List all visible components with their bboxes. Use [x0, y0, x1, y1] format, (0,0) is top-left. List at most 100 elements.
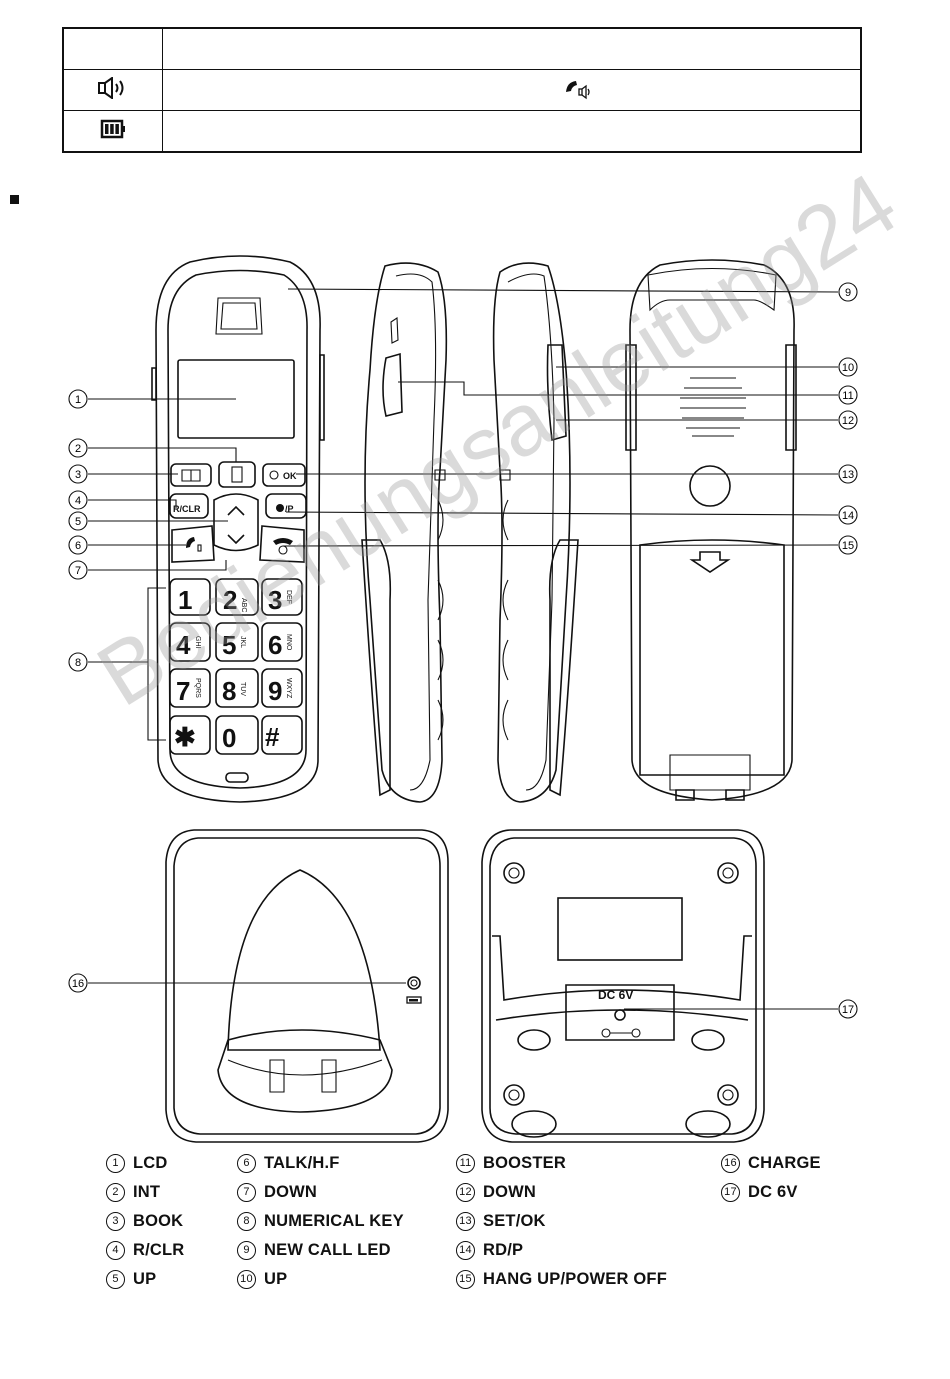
callout-17: 17 [838, 999, 858, 1019]
key-5 [215, 622, 259, 662]
ok-label: OK [283, 471, 297, 481]
callout-markers: 1 2 3 4 5 6 7 8 9 10 11 12 13 14 15 16 1… [68, 282, 858, 1019]
callout-10: 10 [838, 357, 858, 377]
svg-text:9: 9 [845, 287, 851, 299]
keypad: 1 2 ABC 3 DEF 4 GHI 5 JKL 6 MNO 7 PQRS 8… [169, 578, 303, 755]
svg-text:12: 12 [842, 415, 854, 427]
handset-side-right [492, 262, 579, 803]
key-8 [215, 668, 259, 708]
key-hash-digit: # [265, 722, 280, 752]
table-cell [162, 110, 862, 153]
key-4-letters: GHI [194, 636, 201, 649]
key-2-digit: 2 [223, 585, 237, 615]
key-7-digit: 7 [176, 676, 190, 706]
key-0-digit: 0 [222, 723, 236, 753]
key-star-digit: ✱ [174, 722, 196, 752]
key-1-digit: 1 [178, 585, 192, 615]
key-6 [261, 622, 303, 662]
svg-text:10: 10 [842, 362, 854, 374]
table-row [62, 110, 862, 153]
rdp-label: /P [285, 504, 294, 514]
svg-text:11: 11 [842, 390, 853, 402]
key-5-letters: JKL [239, 636, 246, 648]
callout-11: 11 [838, 385, 858, 405]
svg-text:8: 8 [75, 657, 81, 669]
callout-4: 4 [68, 490, 88, 510]
key-0 [215, 715, 259, 755]
svg-text:16: 16 [72, 978, 84, 990]
key-8-letters: TUV [239, 682, 246, 696]
key-3-digit: 3 [268, 585, 282, 615]
key-9 [261, 668, 303, 708]
key-9-digit: 9 [268, 676, 282, 706]
leader-lines [88, 288, 839, 1010]
callout-16: 16 [68, 973, 88, 993]
handset-front: OK R/CLR /P 1 2 ABC 3 DEF 4 GH [151, 255, 325, 803]
svg-text:15: 15 [842, 540, 854, 552]
table-cell [62, 69, 163, 111]
key-hash [261, 715, 303, 755]
callout-9: 9 [838, 282, 858, 302]
table-row [62, 69, 862, 111]
svg-text:3: 3 [75, 469, 81, 481]
handset-back [625, 259, 797, 801]
key-3 [261, 578, 303, 616]
key-7-letters: PQRS [194, 678, 201, 698]
key-7 [169, 668, 211, 708]
key-9-letters: WXYZ [285, 678, 292, 699]
callout-13: 13 [838, 464, 858, 484]
key-8-digit: 8 [222, 676, 236, 706]
talk-handsfree-icon [566, 81, 590, 100]
callout-7: 7 [68, 560, 88, 580]
svg-text:6: 6 [75, 540, 81, 552]
icon-table [62, 27, 862, 153]
table-cell [62, 110, 163, 153]
callout-8: 8 [68, 652, 88, 672]
key-5-digit: 5 [222, 630, 236, 660]
callout-1: 1 [68, 389, 88, 409]
svg-text:4: 4 [75, 495, 81, 507]
callout-14: 14 [838, 505, 858, 525]
callout-15: 15 [838, 535, 858, 555]
svg-text:17: 17 [842, 1004, 854, 1016]
key-2 [215, 578, 259, 616]
key-2-letters: ABC [240, 598, 247, 612]
bullet-icon [10, 195, 19, 204]
key-4-digit: 4 [176, 630, 191, 660]
charger-base-front [165, 829, 449, 1143]
battery-icon [100, 119, 125, 138]
rclr-label: R/CLR [173, 504, 201, 514]
table-row [62, 27, 862, 70]
svg-text:1: 1 [75, 394, 81, 406]
table-cell [162, 27, 862, 70]
callout-12: 12 [838, 410, 858, 430]
callout-5: 5 [68, 511, 88, 531]
svg-text:7: 7 [75, 565, 81, 577]
svg-text:2: 2 [75, 443, 81, 455]
key-4 [169, 622, 211, 662]
key-6-letters: MNO [285, 634, 292, 651]
key-6-digit: 6 [268, 630, 282, 660]
speaker-icon [98, 75, 124, 100]
svg-text:5: 5 [75, 516, 81, 528]
charger-base-back: DC 6V [481, 829, 765, 1143]
key-3-letters: DEF [285, 590, 292, 604]
handset-side-left [361, 262, 448, 803]
key-1 [169, 578, 211, 616]
